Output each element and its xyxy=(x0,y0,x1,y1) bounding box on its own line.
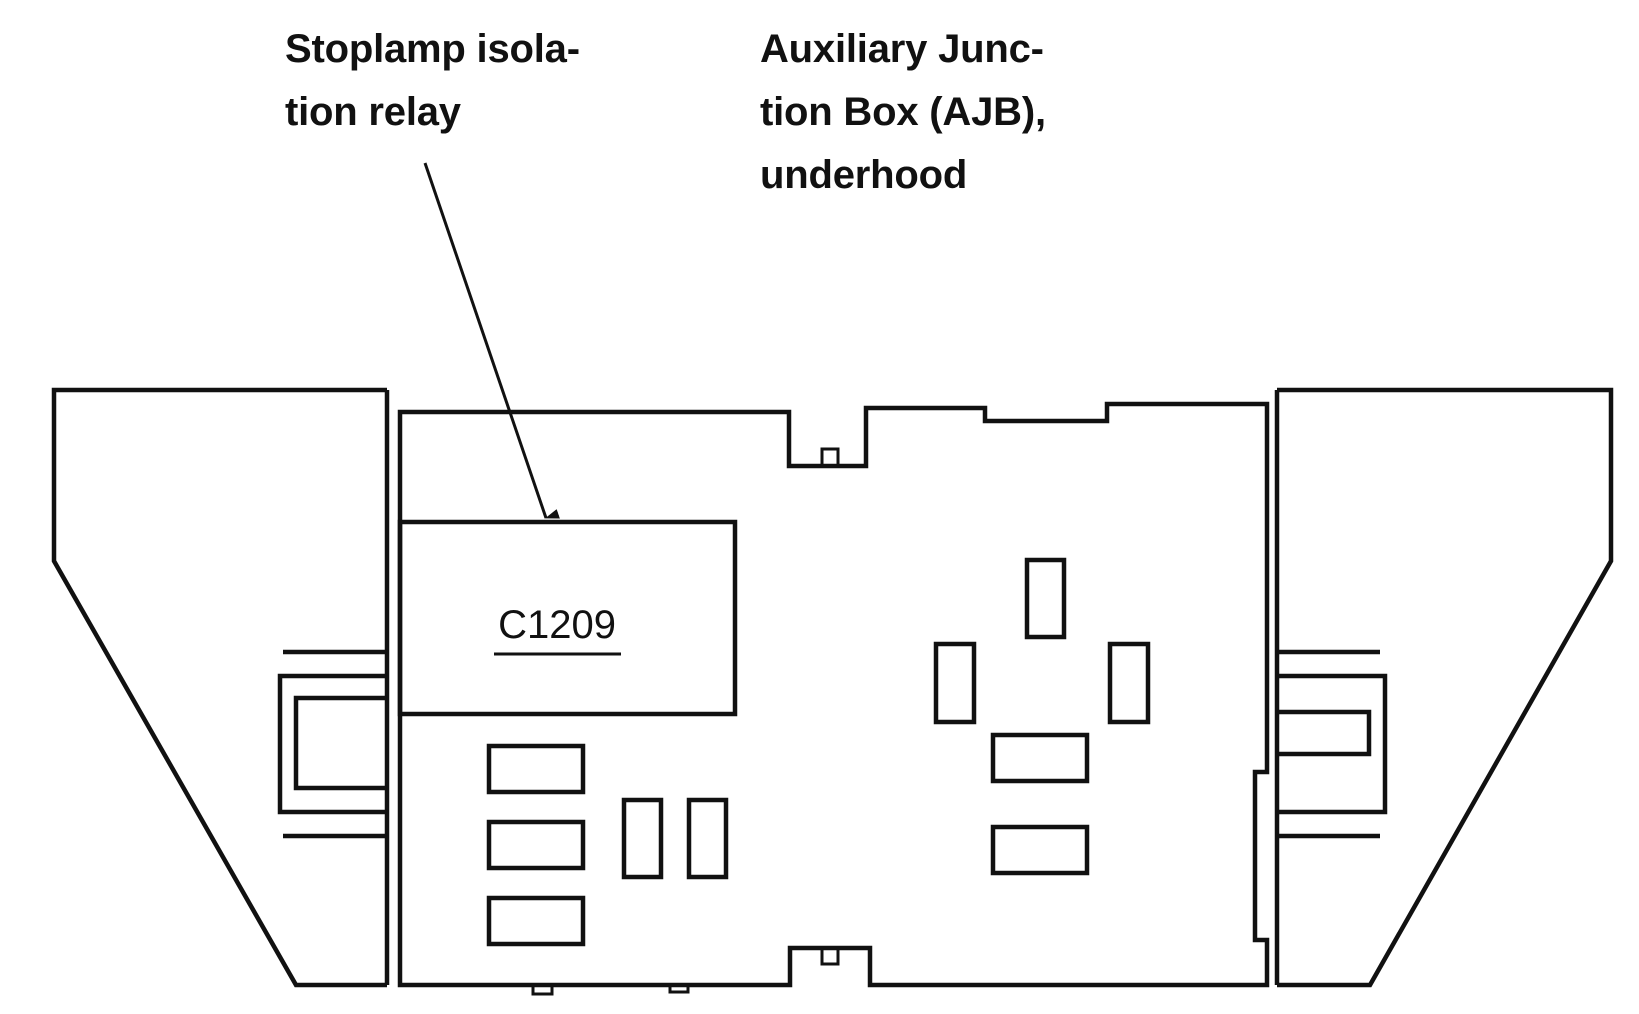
fuse-slot xyxy=(933,641,977,725)
fuse-slot xyxy=(486,895,586,947)
fuse-slot xyxy=(1107,641,1151,725)
fuse-slot xyxy=(686,797,729,880)
fuse-slot xyxy=(1024,557,1067,640)
fuse-slot xyxy=(486,743,586,795)
right-mounting-bracket xyxy=(1274,387,1614,988)
fuse-slots xyxy=(486,557,1151,947)
callout-ajb-line-3: underhood xyxy=(760,153,968,197)
top-clip-notch xyxy=(820,447,840,468)
fuse-slot xyxy=(990,732,1090,784)
callout-ajb-line-2: tion Box (AJB), xyxy=(760,90,1046,134)
relay-leader-arrow xyxy=(423,162,560,519)
bottom-clip-notch xyxy=(820,946,840,966)
auxiliary-junction-box-callout: Auxiliary Junc- tion Box (AJB), underhoo… xyxy=(760,18,1046,207)
callout-relay-line-2: tion relay xyxy=(285,90,461,134)
stoplamp-isolation-relay: C1209 xyxy=(397,519,738,717)
connector-c1209-label: C1209 xyxy=(498,603,616,647)
stoplamp-isolation-relay-callout: Stoplamp isola- tion relay xyxy=(285,18,580,144)
callout-ajb-line-1: Auxiliary Junc- xyxy=(760,27,1044,71)
fuse-slot xyxy=(990,824,1090,876)
fuse-slot xyxy=(486,819,586,871)
callout-relay-line-1: Stoplamp isola- xyxy=(285,27,580,71)
ajb-housing xyxy=(397,401,1270,996)
fuse-slot xyxy=(621,797,664,880)
left-mounting-bracket xyxy=(51,387,390,988)
